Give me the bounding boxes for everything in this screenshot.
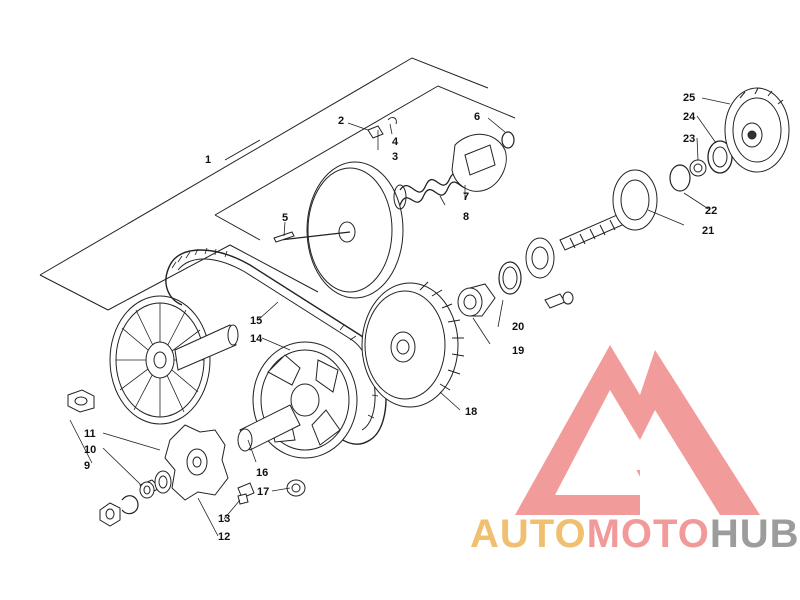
part-4-screw <box>387 116 397 125</box>
watermark-logo-text: AUTOMOTOHUB <box>470 512 800 557</box>
callout-20: 20 <box>512 321 524 333</box>
callout-19: 19 <box>512 345 524 357</box>
part-driven-moveable-sheave <box>279 161 404 299</box>
part-25-clutch-housing <box>724 87 790 173</box>
part-17-bearing <box>286 479 306 497</box>
callout-8: 8 <box>463 211 469 223</box>
callout-labels: 1 2 3 4 5 6 7 8 9 10 11 12 13 14 15 16 1… <box>84 92 717 543</box>
callout-12: 12 <box>218 531 230 543</box>
part-bearing-large <box>525 237 555 279</box>
callout-14: 14 <box>250 333 263 345</box>
part-3-slider <box>367 125 384 139</box>
watermark-part2: MOTO <box>586 512 710 556</box>
callout-2: 2 <box>338 115 344 127</box>
callout-25: 25 <box>683 92 695 104</box>
callout-11: 11 <box>84 428 96 440</box>
watermark-part3: HUB <box>709 512 800 556</box>
part-nut-bottom <box>99 502 121 527</box>
watermark-emblem <box>515 345 760 515</box>
part-22-ring <box>669 164 691 192</box>
callout-17: 17 <box>257 486 269 498</box>
callout-18: 18 <box>465 406 477 418</box>
watermark-part1: AUTO <box>470 512 587 556</box>
callout-24: 24 <box>683 111 696 123</box>
callout-7: 7 <box>463 191 469 203</box>
part-20-ring <box>498 261 522 295</box>
part-18-driven-fixed-sheave <box>361 281 465 408</box>
callout-22: 22 <box>705 205 717 217</box>
callout-21: 21 <box>702 225 714 237</box>
part-drive-fixed-sheave <box>109 295 239 425</box>
callout-16: 16 <box>256 467 268 479</box>
part-9-nut <box>67 389 95 413</box>
callout-9: 9 <box>84 460 90 472</box>
part-14-moveable-sheave <box>237 341 358 459</box>
part-5-key <box>273 231 295 243</box>
callout-10: 10 <box>84 444 96 456</box>
part-7-cam <box>451 133 507 192</box>
part-21-splined-shaft <box>559 169 658 251</box>
callout-1: 1 <box>205 154 211 166</box>
part-12-spider <box>164 424 229 501</box>
callout-3: 3 <box>392 151 398 163</box>
callout-15: 15 <box>250 315 262 327</box>
part-23-bushing <box>689 159 707 177</box>
part-19-bearing <box>457 283 496 317</box>
part-snap-ring <box>121 495 139 515</box>
part-13-roller <box>237 482 255 505</box>
leader-lines <box>69 97 731 537</box>
callout-4: 4 <box>392 136 399 148</box>
part-6-snap-ring <box>501 131 515 149</box>
callout-13: 13 <box>218 513 230 525</box>
callout-23: 23 <box>683 133 695 145</box>
assembly-bracket-1 <box>39 57 516 311</box>
part-11-washer <box>154 470 172 494</box>
part-bolt-small <box>544 291 574 309</box>
callout-5: 5 <box>282 212 288 224</box>
callout-6: 6 <box>474 111 480 123</box>
